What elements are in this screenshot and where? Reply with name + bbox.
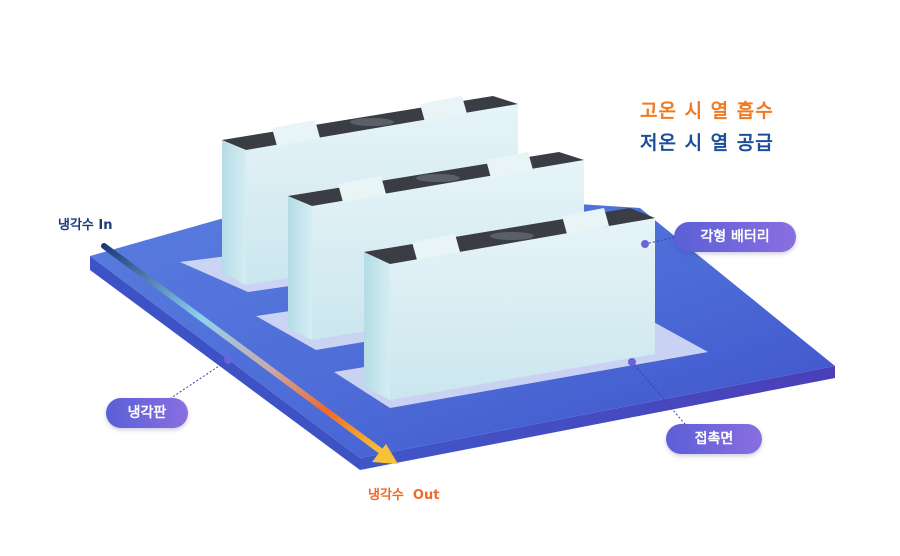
contact-leader-dot	[628, 358, 636, 366]
battery-1-vent	[350, 118, 394, 126]
battery-cell-3	[364, 208, 655, 400]
leader-lines	[164, 235, 691, 431]
coolant-flow-arrowhead	[372, 444, 398, 464]
battery-3-side	[364, 252, 390, 400]
plate-front-edge	[360, 366, 835, 470]
plate-left-edge	[90, 256, 360, 470]
battery-2-vent	[416, 174, 460, 182]
battery-1-terminal-right	[420, 96, 467, 122]
battery-3-terminal-left	[412, 234, 460, 260]
coolant-flow-arrow	[101, 243, 398, 464]
battery-1-side	[222, 140, 246, 285]
battery-1-terminal-left	[272, 120, 320, 146]
battery-2-side	[288, 196, 312, 340]
contact-surface-label: 접촉면	[666, 424, 762, 454]
coolant-out-label: 냉각수 Out	[368, 488, 440, 503]
battery-label: 각형 배터리	[674, 222, 796, 252]
legend-cold-supply: 저온 시 열 공급	[640, 132, 774, 154]
contact-leader-line	[631, 361, 691, 431]
plate-leader-dot	[224, 356, 232, 364]
battery-3-vent	[490, 232, 534, 240]
plate-leader-line	[164, 359, 229, 403]
coolant-in-label: 냉각수 In	[58, 218, 113, 233]
battery-2-terminal-right	[486, 152, 533, 178]
battery-3-face	[390, 218, 655, 400]
battery-2-terminal-left	[338, 176, 386, 202]
coolant-flow-line	[101, 243, 385, 455]
battery-leader-dot	[641, 240, 649, 248]
cooling-plate-label: 냉각판	[106, 398, 188, 428]
legend-hot-absorb: 고온 시 열 흡수	[640, 100, 774, 122]
battery-3-terminal-right	[562, 208, 609, 234]
